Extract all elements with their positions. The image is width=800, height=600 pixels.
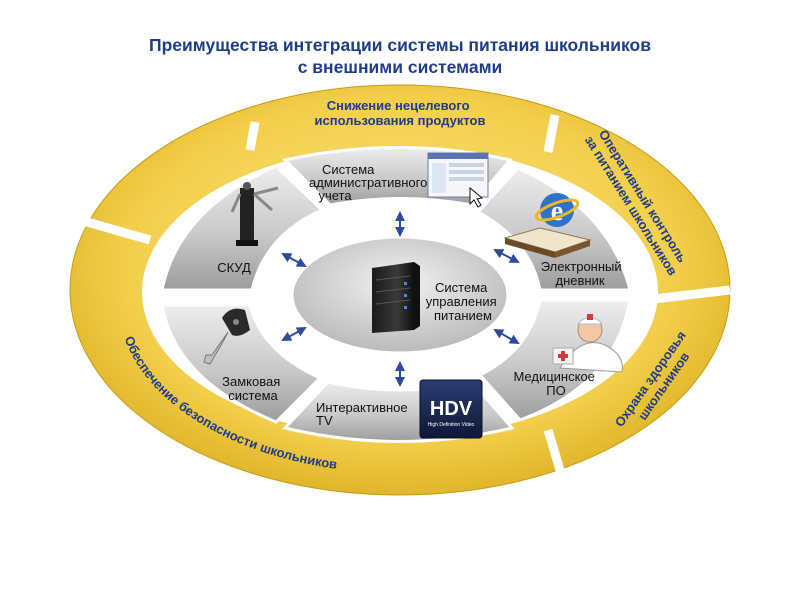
lock-label-line: система (228, 388, 278, 403)
lock-label: Замковая система (222, 374, 284, 403)
arrow-med (493, 329, 520, 344)
med-label-line: ПО (546, 383, 565, 398)
ring-label-top-line: Снижение нецелевого (327, 98, 470, 113)
tv-label-line: Интерактивное (316, 400, 408, 415)
e-book-icon: e (503, 193, 592, 258)
doctor-icon (552, 314, 623, 373)
skud-label: СКУД (217, 260, 251, 275)
arrow-lock (281, 327, 307, 341)
arrow-skud (281, 253, 307, 267)
admin-label: Система административного учета (309, 162, 431, 203)
center-label-line: Система (435, 280, 488, 295)
center-label-line: управления (426, 294, 497, 309)
hdv-logo-icon: HDV High Definition Video (419, 379, 483, 439)
ring-label-top: Снижение нецелевого использования продук… (315, 98, 486, 128)
med-label-line: Медицинское (513, 369, 594, 384)
admin-label-line: учета (318, 188, 352, 203)
hdv-logo-sub: High Definition Video (428, 422, 475, 428)
page-title: Преимущества интеграции системы питания … (0, 34, 800, 78)
connection-arrows (281, 211, 520, 387)
center-label: Система управления питанием (426, 280, 501, 323)
tv-label: Интерактивное TV (316, 400, 411, 428)
lock-label-line: Замковая (222, 374, 280, 389)
app-window-icon (427, 152, 489, 208)
admin-label-line: Система (322, 162, 375, 177)
ring-label-top-line: использования продуктов (315, 113, 486, 128)
diary-label-line: Электронный (541, 259, 622, 274)
hdv-logo-text: HDV (430, 398, 473, 420)
key-icon (203, 308, 250, 365)
med-label: Медицинское ПО (513, 369, 598, 398)
turnstile-icon (230, 182, 279, 246)
admin-label-line: административного (309, 175, 427, 190)
tv-label-line: TV (316, 413, 333, 428)
diary-label: Электронный дневник (541, 259, 626, 288)
skud-label-line: СКУД (217, 260, 251, 275)
server-icon (372, 262, 420, 333)
arrow-diary (493, 249, 520, 263)
title-line-1: Преимущества интеграции системы питания … (148, 35, 651, 55)
diary-label-line: дневник (555, 273, 604, 288)
title-line-2: с внешними системами (297, 57, 503, 77)
center-label-line: питанием (434, 308, 492, 323)
